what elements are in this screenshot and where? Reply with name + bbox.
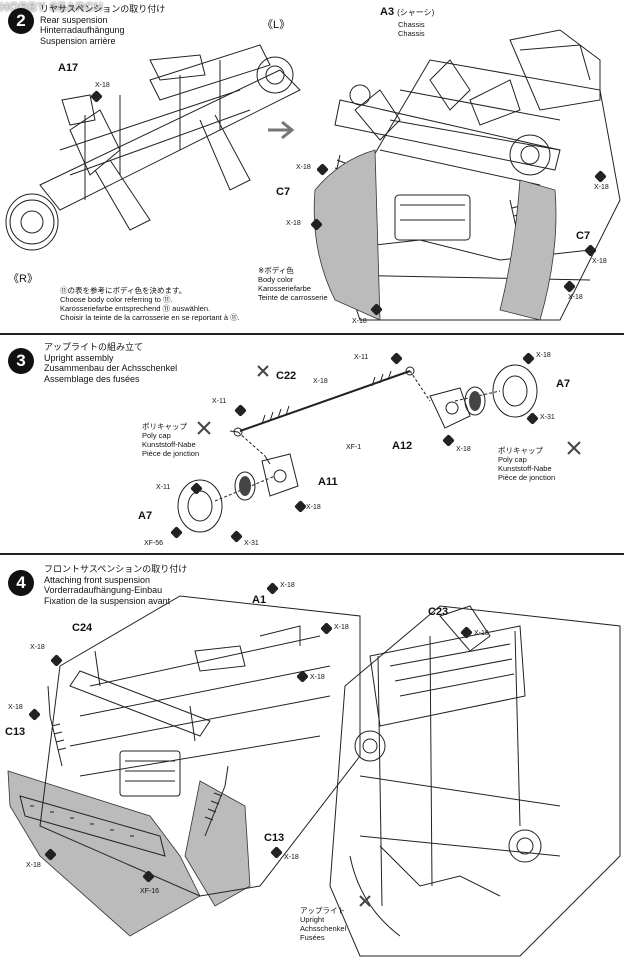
screw-label: X-18 bbox=[280, 582, 295, 589]
step-3: 3 アップライトの組み立て Upright assembly Zusammenb… bbox=[0, 336, 624, 550]
polycap-line: Pièce de jonction bbox=[498, 473, 556, 482]
label-A11: A11 bbox=[318, 476, 338, 488]
chassis-label: Chassis Chassis bbox=[398, 20, 425, 38]
title-jp: アップライトの組み立て bbox=[44, 342, 144, 352]
label-C7-right: C7 bbox=[576, 230, 591, 242]
screw-label: X-18 bbox=[352, 318, 367, 325]
screw-label: X-18 bbox=[456, 446, 471, 453]
step-title: リヤサスペンションの取り付け Rear suspension Hinterrad… bbox=[40, 4, 165, 46]
screw-label: X-31 bbox=[244, 540, 259, 547]
screw-label: X-18 bbox=[284, 854, 299, 861]
note-line: Karosseriefarbe bbox=[258, 284, 311, 293]
screw-label: X-18 bbox=[592, 258, 607, 265]
upright-label: アップライト Upright Achsschenkel Fusées bbox=[300, 906, 346, 942]
upright-line: Fusées bbox=[300, 933, 325, 942]
upright-line: Upright bbox=[300, 915, 325, 924]
step-number: 3 bbox=[8, 348, 34, 374]
note-line: Choose body color referring to ⑪. bbox=[60, 295, 173, 304]
upright-line: アップライト bbox=[300, 906, 345, 915]
title-en: Rear suspension bbox=[40, 14, 108, 25]
screw-label: X-18 bbox=[568, 294, 583, 301]
label-A3-code: A3 bbox=[380, 6, 395, 18]
screw-label: XF-16 bbox=[140, 888, 160, 895]
screw-label: X-18 bbox=[536, 352, 551, 359]
label-A3-jp: (シャーシ) bbox=[397, 8, 435, 17]
polycap-line: Poly cap bbox=[142, 431, 171, 440]
note-line: Karosseriefarbe entsprechend ⑪ auswählen… bbox=[60, 304, 211, 313]
polycap-line: Kunststoff-Nabe bbox=[498, 464, 552, 473]
screw-label: XF-56 bbox=[144, 540, 164, 547]
step-title: フロントサスペンションの取り付け Attaching front suspens… bbox=[44, 564, 187, 606]
screw-label: X-11 bbox=[354, 354, 369, 361]
label-L: 《L》 bbox=[262, 19, 291, 31]
title-jp: リヤサスペンションの取り付け bbox=[40, 4, 166, 14]
upright-assembly-diagram bbox=[177, 364, 581, 533]
screw-label: X-18 bbox=[8, 704, 23, 711]
title-de: Vorderradaufhängung-Einbau bbox=[44, 585, 163, 595]
label-C7-left: C7 bbox=[276, 186, 291, 198]
screw-label: XF-1 bbox=[346, 444, 362, 451]
note-line: Choisir la teinte de la carrosserie en s… bbox=[60, 313, 240, 322]
step-2: 2 リヤサスペンションの取り付け Rear suspension Hinterr… bbox=[0, 0, 624, 330]
chassis-en: Chassis bbox=[398, 20, 425, 29]
title-jp: フロントサスペンションの取り付け bbox=[44, 564, 188, 574]
title-de: Hinterradaufhängung bbox=[40, 25, 125, 35]
title-en: Upright assembly bbox=[44, 352, 114, 363]
step-title: アップライトの組み立て Upright assembly Zusammenbau… bbox=[44, 342, 177, 384]
polycap-line: ポリキャップ bbox=[498, 446, 543, 455]
screw-label: X-18 bbox=[310, 674, 325, 681]
label-C13-right: C13 bbox=[264, 832, 285, 844]
screw-label: X-18 bbox=[95, 82, 110, 89]
label-A17: A17 bbox=[58, 62, 79, 74]
screw-label: X-18 bbox=[474, 630, 489, 637]
title-fr: Fixation de la suspension avant bbox=[44, 595, 171, 606]
step-number: 4 bbox=[8, 570, 34, 596]
title-de: Zusammenbau der Achsschenkel bbox=[44, 363, 178, 373]
body-color-note-right: ※ボディ色 Body color Karosseriefarbe Teinte … bbox=[258, 266, 328, 302]
label-C24: C24 bbox=[72, 622, 93, 634]
screw-label: X-11 bbox=[212, 398, 227, 405]
section-divider bbox=[0, 333, 624, 335]
section-divider bbox=[0, 553, 624, 555]
upright-line: Achsschenkel bbox=[300, 924, 347, 933]
label-C23: C23 bbox=[428, 606, 449, 618]
title-en: Attaching front suspension bbox=[44, 574, 151, 585]
step-4: 4 フロントサスペンションの取り付け Attaching front suspe… bbox=[0, 556, 624, 957]
screw-label: X-18 bbox=[296, 164, 311, 171]
label-C22: C22 bbox=[276, 370, 297, 382]
note-line: ※ボディ色 bbox=[258, 266, 294, 275]
label-A3: A3 (シャーシ) bbox=[380, 6, 434, 18]
screw-label: X-18 bbox=[313, 378, 328, 385]
label-A1: A1 bbox=[252, 594, 267, 606]
label-A7-right: A7 bbox=[556, 378, 571, 390]
polycap-label-left: ポリキャップ Poly cap Kunststoff-Nabe Pièce de… bbox=[142, 422, 199, 458]
screw-label: X-18 bbox=[26, 862, 41, 869]
polycap-line: Kunststoff-Nabe bbox=[142, 440, 196, 449]
title-fr: Suspension arrière bbox=[40, 35, 116, 46]
step-number: 2 bbox=[8, 8, 34, 34]
label-A12: A12 bbox=[392, 440, 413, 452]
polycap-line: Poly cap bbox=[498, 455, 527, 464]
screw-label: X-31 bbox=[540, 414, 555, 421]
screw-label: X-18 bbox=[594, 184, 609, 191]
note-line: Body color bbox=[258, 275, 294, 284]
chassis-de: Chassis bbox=[398, 29, 425, 38]
polycap-line: Pièce de jonction bbox=[142, 449, 200, 458]
screw-label: X-18 bbox=[286, 220, 301, 227]
screw-label: X-11 bbox=[156, 484, 171, 491]
screw-label: X-18 bbox=[306, 504, 321, 511]
screw-label: X-18 bbox=[30, 644, 45, 651]
note-line: ⑪の表を参考にボディ色を決めます。 bbox=[60, 286, 187, 295]
label-C13-left: C13 bbox=[5, 726, 26, 738]
title-fr: Assemblage des fusées bbox=[44, 373, 140, 384]
label-R: 《R》 bbox=[8, 273, 38, 285]
polycap-label-right: ポリキャップ Poly cap Kunststoff-Nabe Pièce de… bbox=[498, 446, 555, 482]
polycap-line: ポリキャップ bbox=[142, 422, 187, 431]
body-color-note-left: ⑪の表を参考にボディ色を決めます。 Choose body color refe… bbox=[60, 286, 240, 322]
rear-suspension-diagram bbox=[5, 29, 621, 321]
screw-label: X-18 bbox=[334, 624, 349, 631]
front-suspension-diagram bbox=[7, 595, 621, 957]
label-A7-left: A7 bbox=[138, 510, 153, 522]
note-line: Teinte de carrosserie bbox=[258, 293, 328, 302]
